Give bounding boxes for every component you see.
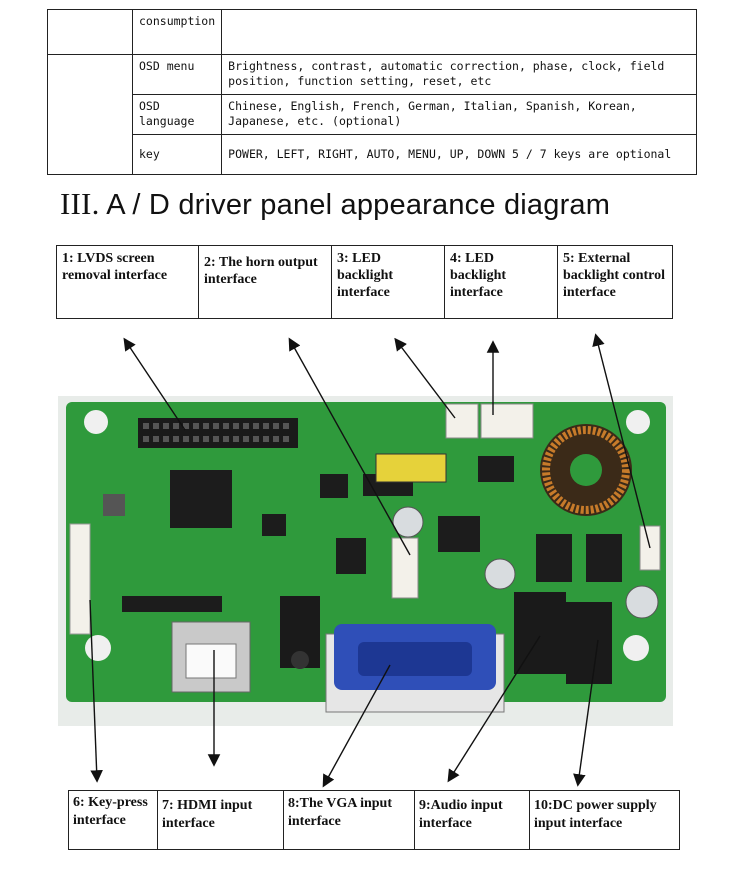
spec-row: key POWER, LEFT, RIGHT, AUTO, MENU, UP, … (48, 134, 697, 175)
mount-hole (626, 410, 650, 434)
main-chip (170, 470, 232, 528)
led-backlight-connector-1 (445, 403, 479, 439)
mount-hole (84, 410, 108, 434)
spec-empty-cell (47, 54, 133, 175)
driver-board-illustration (58, 396, 673, 726)
label-lvds: 1: LVDS screen removal interface (57, 246, 199, 318)
label-hdmi: 7: HDMI input interface (157, 791, 283, 849)
label-vga: 8:The VGA input interface (283, 791, 414, 849)
horn-connector (391, 537, 419, 599)
chip-small (103, 494, 125, 516)
mount-hole (623, 635, 649, 661)
led-backlight-connector-2 (480, 403, 534, 439)
spec-row: OSD language Chinese, English, French, G… (48, 94, 697, 135)
label-horn: 2: The horn output interface (199, 246, 332, 318)
spec-value: Brightness, contrast, automatic correcti… (221, 54, 697, 95)
mount-hole (85, 635, 111, 661)
top-labels: 1: LVDS screen removal interface 2: The … (56, 245, 673, 319)
spec-table: consumption OSD menu Brightness, contras… (47, 9, 697, 175)
spec-label: consumption (131, 9, 223, 55)
spec-row: OSD menu Brightness, contrast, automatic… (47, 54, 697, 175)
label-dc-power: 10:DC power supply input interface (529, 791, 680, 849)
spec-empty-cell (47, 9, 133, 55)
dc-power-jack (566, 602, 612, 684)
label-external-backlight: 5: External backlight control interface (563, 251, 666, 300)
capacitor (484, 558, 516, 590)
lvds-header (138, 418, 298, 448)
spec-row: consumption (47, 9, 697, 55)
bottom-labels: 6: Key-press interface 7: HDMI input int… (68, 790, 680, 850)
label-led-1: 3: LED backlight interface (332, 246, 445, 318)
label-key-press: 6: Key-press interface (68, 791, 157, 849)
section-roman: III. (60, 186, 100, 221)
label-led-2: 4: LED backlight interface (445, 246, 558, 318)
hdmi-port (171, 621, 251, 693)
spec-label: OSD language (131, 94, 223, 135)
label-audio: 9:Audio input interface (414, 791, 529, 849)
audio-input-jack (514, 592, 566, 674)
spec-label: OSD menu (131, 54, 223, 95)
key-press-connector (69, 523, 91, 635)
spec-value (221, 9, 697, 55)
spec-value: Chinese, English, French, German, Italia… (221, 94, 697, 135)
capacitor (392, 506, 424, 538)
spec-value: POWER, LEFT, RIGHT, AUTO, MENU, UP, DOWN… (221, 134, 697, 175)
inductor (375, 453, 447, 483)
section-heading: III. A / D driver panel appearance diagr… (60, 186, 610, 222)
section-title: A / D driver panel appearance diagram (106, 189, 611, 221)
capacitor (625, 585, 659, 619)
external-backlight-connector (639, 525, 661, 571)
spec-label: key (131, 134, 223, 175)
